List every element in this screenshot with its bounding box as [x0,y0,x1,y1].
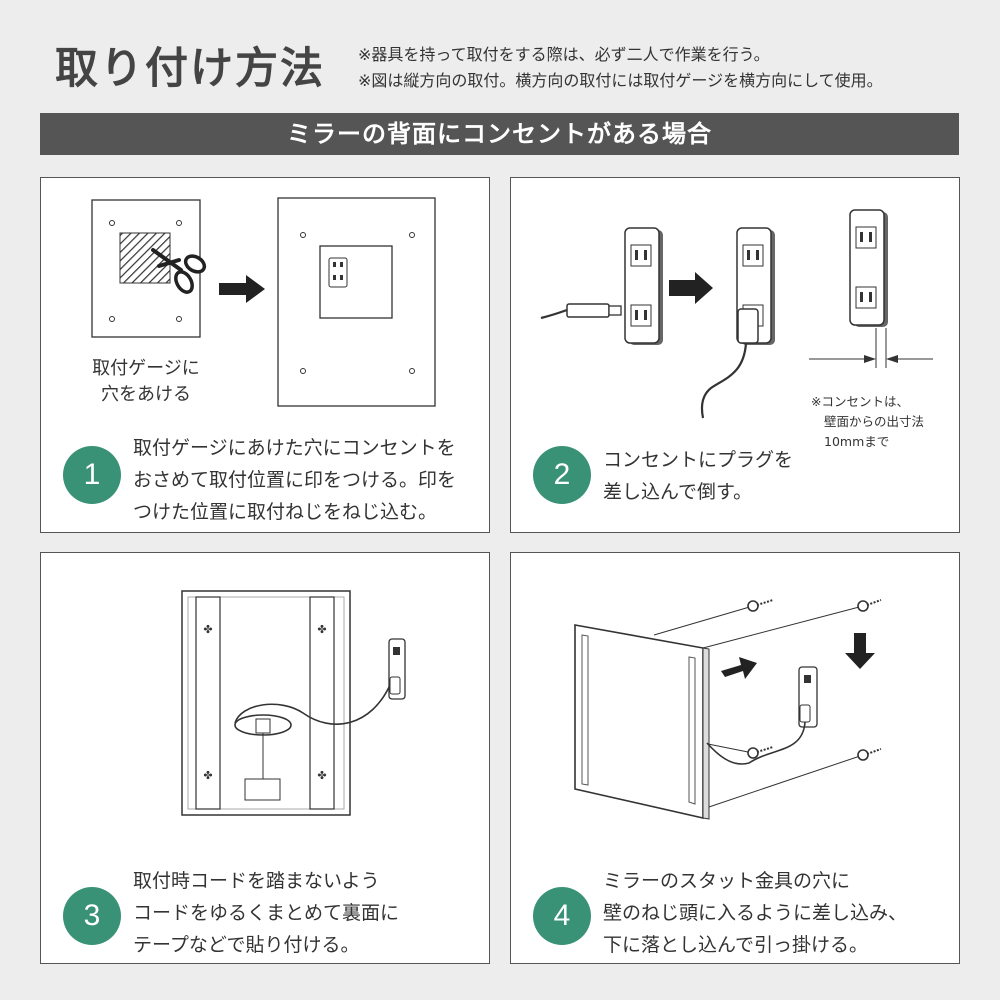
gauge-label: 取付ゲージに 穴をあける [71,356,221,408]
note-line: ※器具を持って取付をする際は、必ず二人で作業を行う。 [358,45,770,64]
note-line: ※コンセントは、 [811,394,909,409]
svg-text:✤: ✤ [203,769,212,782]
note-line: 壁面からの出寸法 [824,414,925,429]
instruction-line: 取付時コードを踏まないよう [133,870,380,892]
instruction-line: 取付ゲージにあけた穴にコンセントを [133,437,456,459]
plug-icon [540,303,622,320]
dimension-line [809,328,933,368]
clearance-note: ※コンセントは、 壁面からの出寸法 10mmまで [811,392,924,452]
instruction-line: つけた位置に取付ねじをねじ込む。 [133,501,438,523]
step-number-badge: 4 [533,887,591,945]
mirror-back-icon: ✤ ✤ ✤ ✤ [181,590,392,816]
step-number-badge: 2 [533,446,591,504]
screw-icon [747,599,882,761]
arrow-right-icon [721,657,757,679]
instruction-line: テープなどで貼り付ける。 [133,934,360,956]
instruction-line: コンセントにプラグを [603,449,794,471]
outlet-icon [328,257,348,288]
arrow-down-icon [845,633,875,669]
note-line: ※図は縦方向の取付。横方向の取付には取付ゲージを横方向にして使用。 [358,71,883,90]
step-4-panel: 4 ミラーのスタット金具の穴に 壁のねじ頭に入るように差し込み、 下に落とし込ん… [510,552,960,964]
step-3-instructions: 取付時コードを踏まないよう コードをゆるくまとめて裏面に テープなどで貼り付ける… [133,865,399,961]
label-line: 取付ゲージに [92,358,200,379]
instruction-line: 差し込んで倒す。 [603,481,753,503]
step-3-illustration: ✤ ✤ ✤ ✤ [181,590,406,816]
note-line: 10mmまで [824,434,890,449]
arrow-right-icon [669,272,713,304]
mirror-icon [574,624,710,820]
step-2-panel: ※コンセントは、 壁面からの出寸法 10mmまで 2 コンセントにプラグを 差し… [510,177,960,533]
step-2-illustration [540,209,933,419]
step-4-instructions: ミラーのスタット金具の穴に 壁のねじ頭に入るように差し込み、 下に落とし込んで引… [603,865,907,961]
outlet-icon [624,227,663,345]
svg-text:✤: ✤ [203,623,212,636]
step-1-illustration [91,197,436,407]
step-4-illustration [574,599,882,820]
header-notes: ※器具を持って取付をする際は、必ず二人で作業を行う。 ※図は縦方向の取付。横方向… [358,42,883,94]
guide-lines [653,605,864,810]
step-1-instructions: 取付ゲージにあけた穴にコンセントを おさめて取付位置に印をつける。印を つけた位… [133,432,456,528]
instruction-line: コードをゆるくまとめて裏面に [133,902,400,924]
instruction-line: 下に落とし込んで引っ掛ける。 [603,934,869,956]
instruction-line: おさめて取付位置に印をつける。印を [133,469,457,491]
page-title: 取り付け方法 [55,44,325,94]
outlet-with-plug [700,227,775,419]
step-2-instructions: コンセントにプラグを 差し込んで倒す。 [603,444,793,508]
svg-text:✤: ✤ [317,769,326,782]
step-number-badge: 3 [63,887,121,945]
section-banner: ミラーの背面にコンセントがある場合 [40,113,959,155]
scissors-icon [151,248,207,294]
step-3-panel: ✤ ✤ ✤ ✤ 3 取付時コードを踏まないよう コードをゆるくまとめて裏面に テ… [40,552,490,964]
outlet-icon [706,666,818,765]
step-1-panel: 取付ゲージに 穴をあける 1 取付ゲージにあけた穴にコンセントを おさめて取付位… [40,177,490,533]
label-line: 穴をあける [101,384,191,405]
instruction-line: ミラーのスタット金具の穴に [603,870,851,892]
wall-plate [277,197,436,407]
gauge-sheet [91,199,201,338]
outlet-side-view [849,209,888,327]
instruction-line: 壁のねじ頭に入るように差し込み、 [603,902,908,924]
step-number-badge: 1 [63,446,121,504]
outlet-icon [388,638,406,700]
arrow-right-icon [219,275,265,303]
svg-text:✤: ✤ [317,623,326,636]
